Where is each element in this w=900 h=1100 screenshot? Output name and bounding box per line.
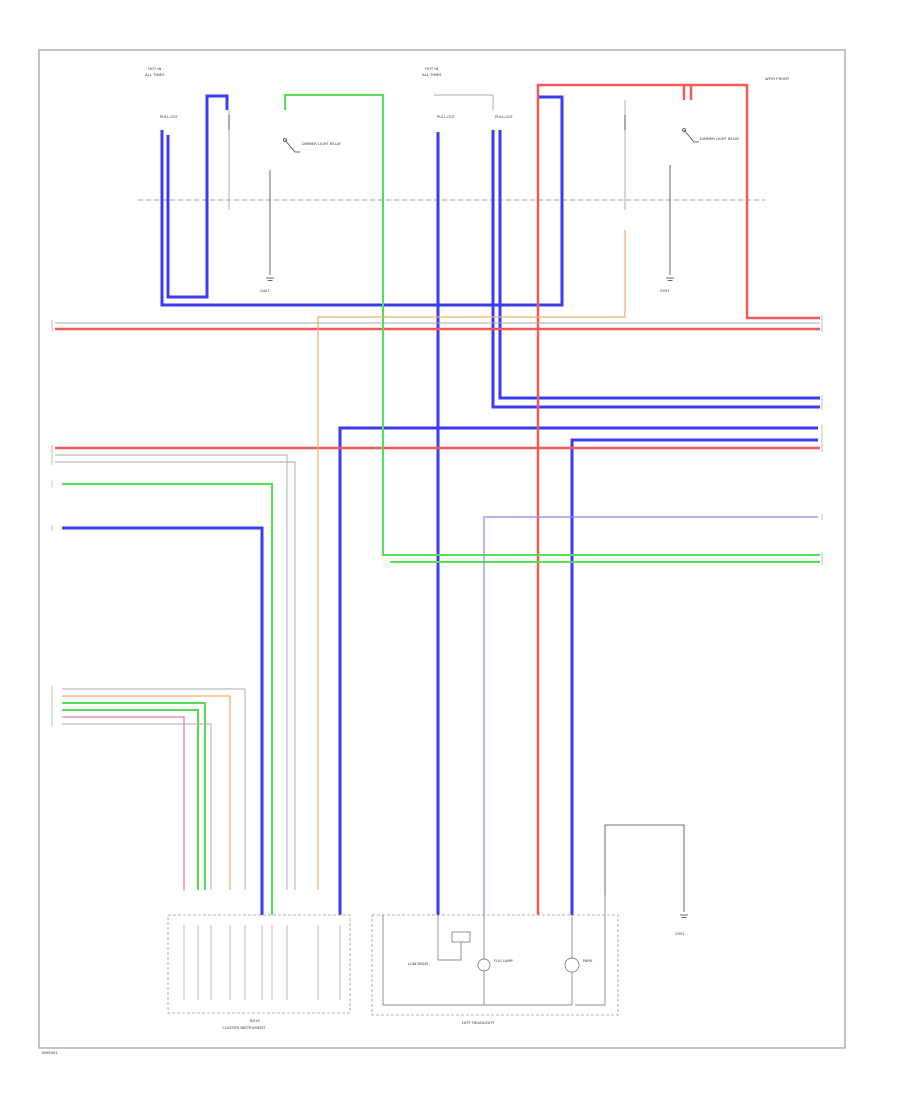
top-components [228,115,699,275]
wire-red-main-vertical [536,83,820,915]
footer-code: W09001 [42,1050,58,1055]
relay-switch-2 [683,129,699,143]
wire-pink-left [62,716,185,890]
hot-left-sub-label: ALL TIMES [145,72,165,77]
relay-switch-1 [284,139,300,153]
hot-center-sub-label: ALL TIMES [422,72,442,77]
green-wires [62,94,820,915]
diagram-labels: HOT IN ALL TIMES HOT IN ALL TIMES WITH F… [42,66,790,1055]
hot-center-label: HOT IN [425,66,438,71]
fuse-label-3: PULL-OUT [495,115,514,119]
fuse-label-2: PULL-OUT [437,115,456,119]
cluster-pins [183,925,341,1000]
wire-blue-left [62,526,264,915]
red-wires [55,83,820,915]
park-label: PARK [583,959,593,963]
top-right-note: WITH FRONT [765,76,790,81]
module-title: B015 [250,1018,260,1023]
wire-blue-right-2 [498,130,820,400]
wire-gray-mid2 [55,461,296,890]
wire-blue-top-loop [160,95,564,307]
wire-green-top [284,94,820,556]
wire-blue-mid [338,426,818,915]
wire-blue-right-3 [570,438,818,915]
wire-green-left [62,483,273,915]
diagram-frame [38,49,846,1049]
beam-label: LOW BEAM [408,962,428,966]
hot-left-label: HOT IN [148,66,161,71]
ground-label-1: G401 [260,289,270,293]
fog-label: FOG LAMP [494,959,513,963]
wire-gray-left2 [62,723,212,890]
relay-label-2: DIMMER LIGHT RELAY [700,137,740,141]
wire-gray-left [62,688,246,890]
wire-light-blue [483,516,818,915]
wire-green-pair-1 [62,702,206,890]
wire-blue-right-1 [491,130,820,409]
ground-label-2: G501 [660,289,670,293]
wire-gray-mid [55,454,288,890]
cluster-module-box [167,914,351,1014]
relay-label-1: DIMMER LIGHT RELAY [302,142,342,146]
headlight-title: LEFT HEADLIGHT [462,1020,495,1025]
blue-wires [62,94,820,915]
orange-wires [62,230,626,890]
headlight-internals [382,895,606,1006]
module-subtitle: CLUSTER INSTRUMENT [222,1025,266,1030]
ground-symbols [266,277,688,918]
ground-label-3: G301 [675,932,685,936]
wire-orange-left [62,695,231,890]
wire-orange-top [317,230,626,890]
wire-green-pair-2 [62,709,199,890]
pink-wires [62,716,185,890]
wire-gray-center [434,94,494,110]
fuse-label-1: PULL-OUT [160,115,179,119]
gray-wires [55,94,820,915]
wire-blue-left-return [166,94,229,299]
headlight-box [371,914,619,1016]
